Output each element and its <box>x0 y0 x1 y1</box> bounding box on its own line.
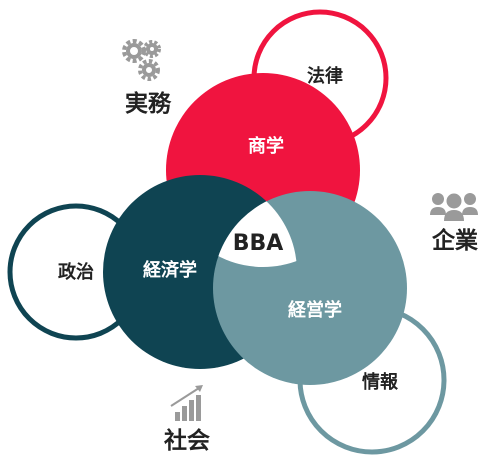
core-label-economics: 経済学 <box>143 259 197 281</box>
core-label-management: 経営学 <box>288 299 342 321</box>
people-group-icon <box>430 193 478 221</box>
center-label: BBA <box>233 231 284 256</box>
gears-icon <box>122 39 161 81</box>
side-label-practice: 実務 <box>125 90 172 117</box>
growth-chart-icon <box>170 385 203 421</box>
outer-label-information: 情報 <box>362 371 399 393</box>
core-label-commerce: 商学 <box>248 135 284 157</box>
side-label-enterprise: 企業 <box>431 227 479 254</box>
side-label-society: 社会 <box>164 427 210 454</box>
center-intersection <box>213 191 297 267</box>
outer-label-law: 法律 <box>307 65 343 87</box>
outer-label-politics: 政治 <box>58 261 94 283</box>
